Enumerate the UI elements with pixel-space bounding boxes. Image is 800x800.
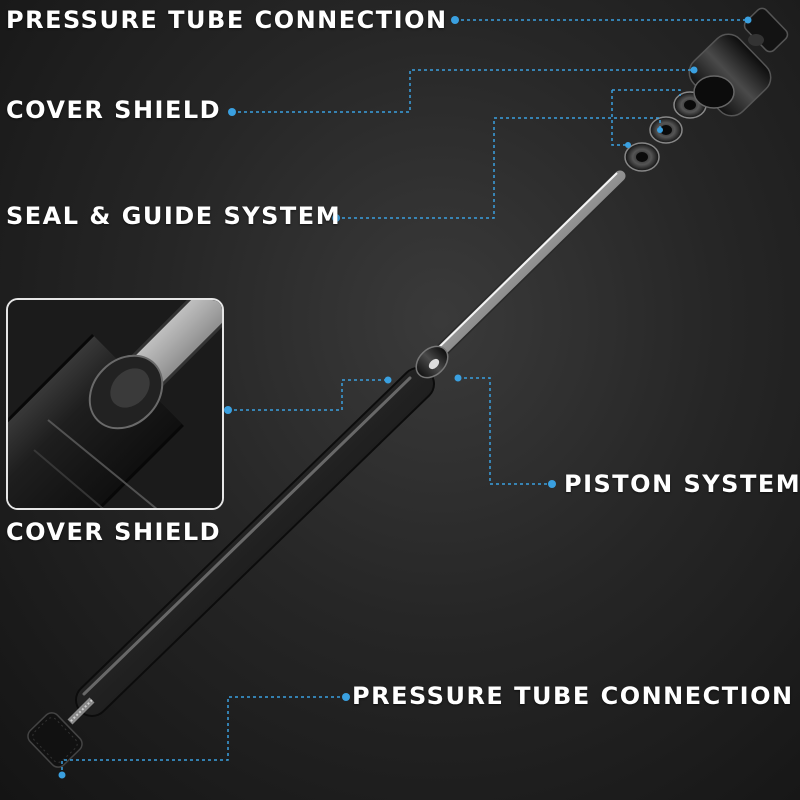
label-seal-guide-system: SEAL & GUIDE SYSTEM — [6, 202, 341, 230]
callout-line-seal-c — [612, 90, 680, 96]
seal-washer-1 — [625, 143, 659, 171]
label-pressure-tube-connection-bottom: PRESSURE TUBE CONNECTION — [352, 682, 794, 710]
callout-line-piston — [458, 378, 552, 484]
label-pressure-tube-connection-top: PRESSURE TUBE CONNECTION — [6, 6, 448, 34]
label-cover-shield-top: COVER SHIELD — [6, 96, 221, 124]
callout-line-cover-top — [232, 70, 694, 112]
cover-shield-closeup-inset — [6, 298, 224, 510]
closeup-illustration — [8, 300, 222, 508]
piston-rod — [427, 173, 620, 362]
label-piston-system: PISTON SYSTEM — [564, 470, 800, 498]
bottom-connector — [25, 700, 92, 770]
top-connector — [742, 6, 790, 54]
callout-line-inset — [228, 380, 388, 410]
label-cover-shield-inset: COVER SHIELD — [6, 518, 221, 546]
seal-washer-2 — [650, 117, 682, 143]
